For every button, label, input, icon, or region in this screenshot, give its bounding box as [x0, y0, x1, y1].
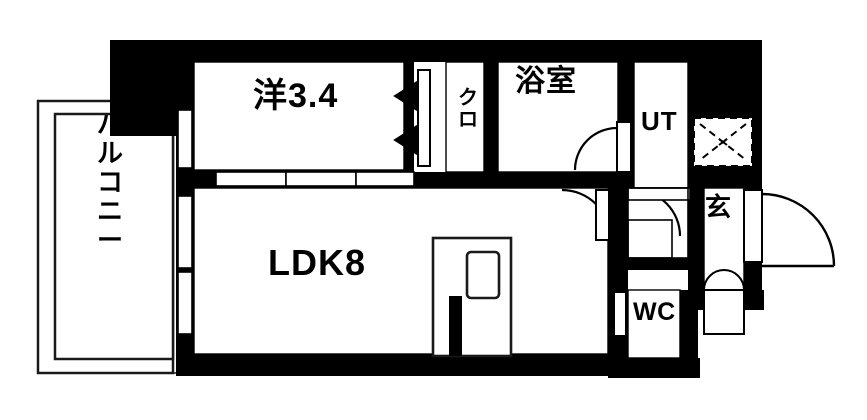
- bedroom-sliding-partition: [215, 171, 415, 187]
- ldk-boundary: [193, 187, 609, 355]
- entrance-door-swing: [743, 189, 836, 268]
- closet-boundary: [445, 61, 485, 173]
- balcony-windows: [177, 109, 193, 335]
- entrance-step-arc: [703, 268, 745, 335]
- western-room-boundary: [193, 61, 405, 171]
- balcony-outline: [36, 99, 175, 375]
- ldk-door-swing: [561, 188, 612, 241]
- hall-outline: [627, 187, 689, 259]
- kitchen-counter: [431, 236, 513, 358]
- washing-machine-pan-icon: [693, 117, 753, 167]
- toilet-door-swing: [613, 291, 627, 337]
- closet-folding-door-symbol: [393, 69, 431, 167]
- bathroom-boundary: [497, 61, 619, 173]
- bathroom-door-swing: [573, 121, 632, 173]
- toilet-boundary: [627, 289, 681, 359]
